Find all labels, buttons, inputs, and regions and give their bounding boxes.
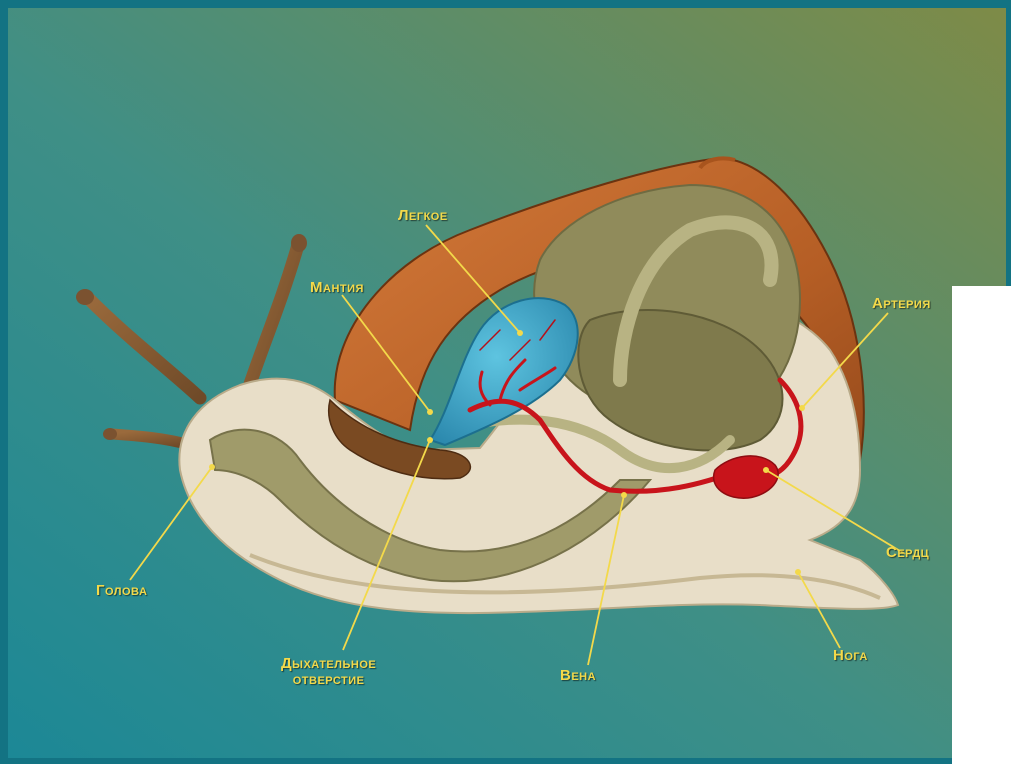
label-vein: Вена [560, 668, 596, 684]
label-mantle: Мантия [310, 280, 364, 296]
label-heart: Сердц [886, 545, 929, 561]
overlay-panel [952, 286, 1011, 764]
label-artery: Артерия [872, 296, 931, 312]
label-lung: Легкое [398, 208, 448, 224]
label-breathing-hole-line2: отверстие [281, 672, 376, 688]
label-breathing-hole-line1: Дыхательное [281, 656, 376, 672]
label-head: Голова [96, 583, 147, 599]
label-breathing-hole: Дыхательное отверстие [281, 656, 376, 688]
label-foot: Нога [833, 648, 868, 664]
